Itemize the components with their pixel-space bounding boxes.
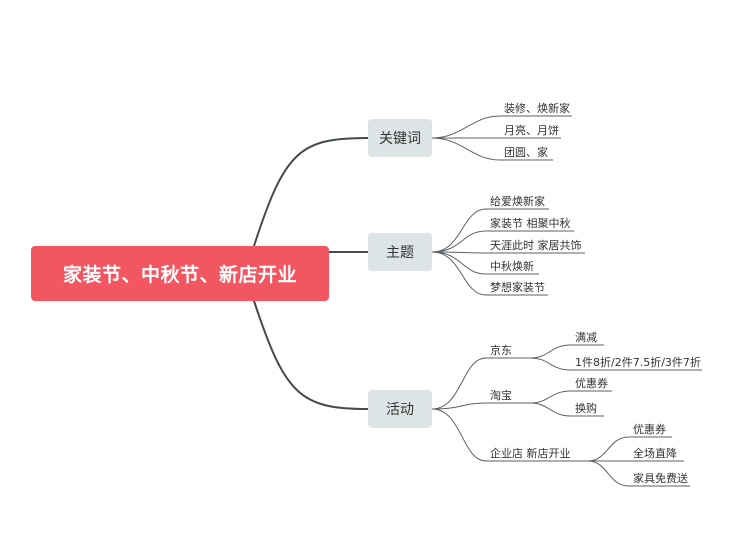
leaf-theme[interactable]: 家装节 相聚中秋 — [490, 217, 571, 230]
branch-keywords[interactable]: 关键词 — [368, 119, 432, 157]
connector-root-keywords — [253, 137, 369, 247]
leaf-keyword[interactable]: 装修、焕新家 — [504, 102, 570, 115]
connector-keyword-leaf — [431, 137, 553, 161]
leaf-taobao[interactable]: 优惠券 — [575, 377, 608, 390]
connector-activity-group — [431, 357, 530, 410]
connector-enterprise-leaf — [587, 460, 690, 487]
leaf-enterprise[interactable]: 家具免费送 — [633, 472, 688, 485]
connector-activity-group — [431, 408, 588, 462]
leaf-theme[interactable]: 给爱焕新家 — [490, 195, 545, 208]
leaf-keyword[interactable]: 月亮、月饼 — [504, 124, 559, 137]
connector-keyword-leaf — [431, 115, 572, 139]
leaf-theme[interactable]: 中秋焕新 — [490, 260, 534, 273]
connector-theme-leaf — [431, 251, 548, 296]
leaf-jd[interactable]: 满减 — [575, 331, 597, 344]
connector-taobao-leaf — [529, 402, 604, 417]
leaf-taobao[interactable]: 换购 — [575, 402, 597, 415]
leaf-jd[interactable]: 1件8折/2件7.5折/3件7折 — [575, 356, 701, 369]
connector-jd-leaf — [529, 357, 702, 371]
connector-theme-leaf — [431, 208, 549, 253]
branch-theme[interactable]: 主题 — [368, 233, 432, 271]
leaf-enterprise[interactable]: 优惠券 — [633, 423, 666, 436]
leaf-theme[interactable]: 天涯此时 家居共饰 — [490, 239, 582, 252]
leaf-theme[interactable]: 梦想家装节 — [490, 281, 545, 294]
group-jd[interactable]: 京东 — [490, 344, 512, 357]
connector-taobao-leaf — [529, 390, 612, 404]
connector-activity-group — [431, 402, 530, 410]
leaf-enterprise[interactable]: 全场直降 — [633, 447, 677, 460]
connector-theme-leaf — [431, 251, 539, 275]
group-taobao[interactable]: 淘宝 — [490, 389, 512, 402]
root-node[interactable]: 家装节、中秋节、新店开业 — [31, 246, 329, 301]
leaf-keyword[interactable]: 团圆、家 — [504, 146, 548, 159]
connector-theme-leaf — [431, 251, 585, 254]
group-enterprise[interactable]: 企业店 新店开业 — [490, 447, 571, 460]
connector-enterprise-leaf — [587, 436, 672, 462]
connector-theme-leaf — [431, 230, 574, 253]
branch-activity[interactable]: 活动 — [368, 390, 432, 428]
connector-jd-leaf — [529, 344, 604, 359]
connector-root-activity — [253, 300, 369, 410]
